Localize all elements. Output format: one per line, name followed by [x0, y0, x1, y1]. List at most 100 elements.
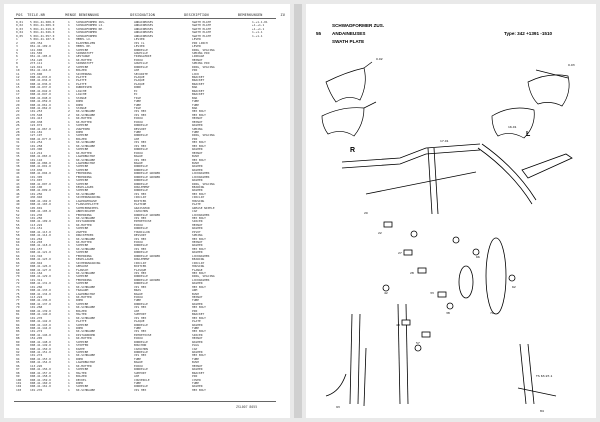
cell-part-number: 122.072: [30, 124, 43, 128]
cell-french-name: GOUPILLE: [134, 51, 148, 55]
cell-position: 65: [16, 258, 20, 262]
cell-part-number: 101.565: [30, 51, 43, 55]
cell-english-name: ARM: [192, 289, 198, 293]
cell-position: 3: [16, 45, 18, 49]
cell-position: 45: [16, 189, 20, 193]
cell-position: 97: [16, 368, 20, 372]
cell-part-number: 113.224: [30, 296, 43, 299]
parts-list-page: POS TEILE-NR MENGE BENENNUNG DESIGNATION…: [4, 4, 290, 418]
cell-part-number: 008.41.077.0: [30, 137, 51, 141]
cell-quantity: 1: [68, 361, 70, 365]
cell-german-name: SCHEIBE: [76, 179, 89, 183]
cell-french-name: ECROU: [134, 120, 143, 124]
cell-position: 37: [16, 161, 20, 165]
cell-french-name: RONDELLE: [134, 165, 148, 169]
cell-french-name: TRINGLERIE: [134, 55, 152, 59]
cell-german-name: 6K-SCHRAUBE: [76, 316, 96, 320]
cell-position: 64: [16, 254, 20, 258]
cell-english-name: LOCK: [192, 72, 199, 76]
svg-text:20: 20: [364, 211, 368, 215]
cell-german-name: SCHEIBE: [76, 182, 89, 186]
cell-quantity: 1: [68, 96, 70, 100]
cell-german-name: 6K-MUTTER: [76, 223, 92, 227]
cell-french-name: TUBE: [134, 103, 141, 107]
cell-quantity: 1: [68, 124, 70, 128]
cell-english-name: RING, SPACING: [192, 65, 215, 69]
cell-part-number: 008.41.159.0: [30, 378, 51, 382]
cell-quantity: 2: [68, 110, 70, 114]
cell-part-number: 008.41.091.0: [30, 165, 51, 169]
cell-english-name: HEX BOLT: [192, 271, 206, 275]
cell-english-name: WASHER: [192, 340, 203, 344]
cell-quantity: 1: [68, 299, 70, 303]
cell-part-number: 101.256: [30, 192, 43, 196]
cell-french-name: ECROU: [134, 364, 143, 368]
cell-german-name: FEDERRING: [76, 278, 92, 282]
cell-part-number: 008.41.109.0: [30, 220, 51, 224]
cell-position: 8: [16, 62, 18, 66]
cell-english-name: SPACER: [192, 220, 203, 224]
cell-quantity: 1: [68, 271, 70, 275]
cell-german-name: ROHR: [76, 131, 83, 134]
cell-part-number: 008.41.036.0: [30, 82, 51, 86]
cell-french-name: VIS HEX: [134, 330, 147, 334]
cell-english-name: SWATH PLATE: [192, 21, 212, 24]
svg-text:22: 22: [378, 231, 382, 235]
cell-english-name: HEXNUT: [192, 120, 203, 124]
cell-german-name: FEDERRING: [76, 172, 92, 176]
cell-part-number: 5 061.41.057.0: [30, 34, 55, 38]
cell-part-number: 101.268: [30, 306, 43, 310]
cell-english-name: WASHER: [192, 165, 203, 169]
cell-german-name: PLATTE: [76, 82, 87, 86]
cell-french-name: SECURITE: [134, 72, 148, 76]
cell-french-name: ENTRETOISE: [134, 333, 152, 337]
cell-french-name: GOUPILLE: [134, 62, 148, 66]
cell-french-name: BAGUE: [134, 155, 143, 159]
cell-german-name: LAGERBUCHSE: [76, 292, 96, 296]
cell-quantity: 1: [68, 344, 70, 348]
cell-english-name: RING, SPACING: [192, 275, 215, 279]
cell-position: 0,03: [16, 27, 23, 31]
cell-part-number: 101.274: [30, 354, 43, 358]
cell-english-name: HEX BOLT: [192, 158, 206, 162]
cell-french-name: TUBE: [134, 299, 141, 303]
cell-quantity: 1: [68, 38, 70, 42]
cell-english-name: BRACKET: [192, 93, 205, 97]
cell-quantity: 1: [68, 289, 70, 293]
cell-french-name: PLAQUE: [134, 320, 145, 324]
cell-position: 28: [16, 131, 20, 134]
cell-german-name: FLANSCHPLATTE: [76, 203, 99, 207]
cell-position: 18: [16, 96, 20, 100]
cell-part-number: 008.41.103.0: [30, 203, 51, 207]
cell-position: 80: [16, 309, 20, 313]
cell-french-name: SUPPORT: [134, 371, 147, 375]
cell-part-number: 430.940: [30, 196, 43, 200]
cell-part-number: 008.41.146.0: [30, 333, 51, 337]
cell-english-name: BRACKET: [192, 89, 205, 93]
cell-position: 34: [16, 151, 20, 155]
cell-position: 2: [16, 41, 18, 45]
cell-english-name: LOCKWASHER: [192, 278, 210, 282]
cell-quantity: 1: [68, 237, 70, 241]
cell-part-number: 101.250: [30, 216, 43, 220]
cell-german-name: SCHEIBE: [76, 148, 89, 152]
cell-english-name: PIN LINCH: [192, 41, 208, 45]
cell-part-number: 101.413: [30, 117, 43, 121]
cell-position: 9: [16, 65, 18, 69]
cell-french-name: AXE: [134, 137, 140, 141]
